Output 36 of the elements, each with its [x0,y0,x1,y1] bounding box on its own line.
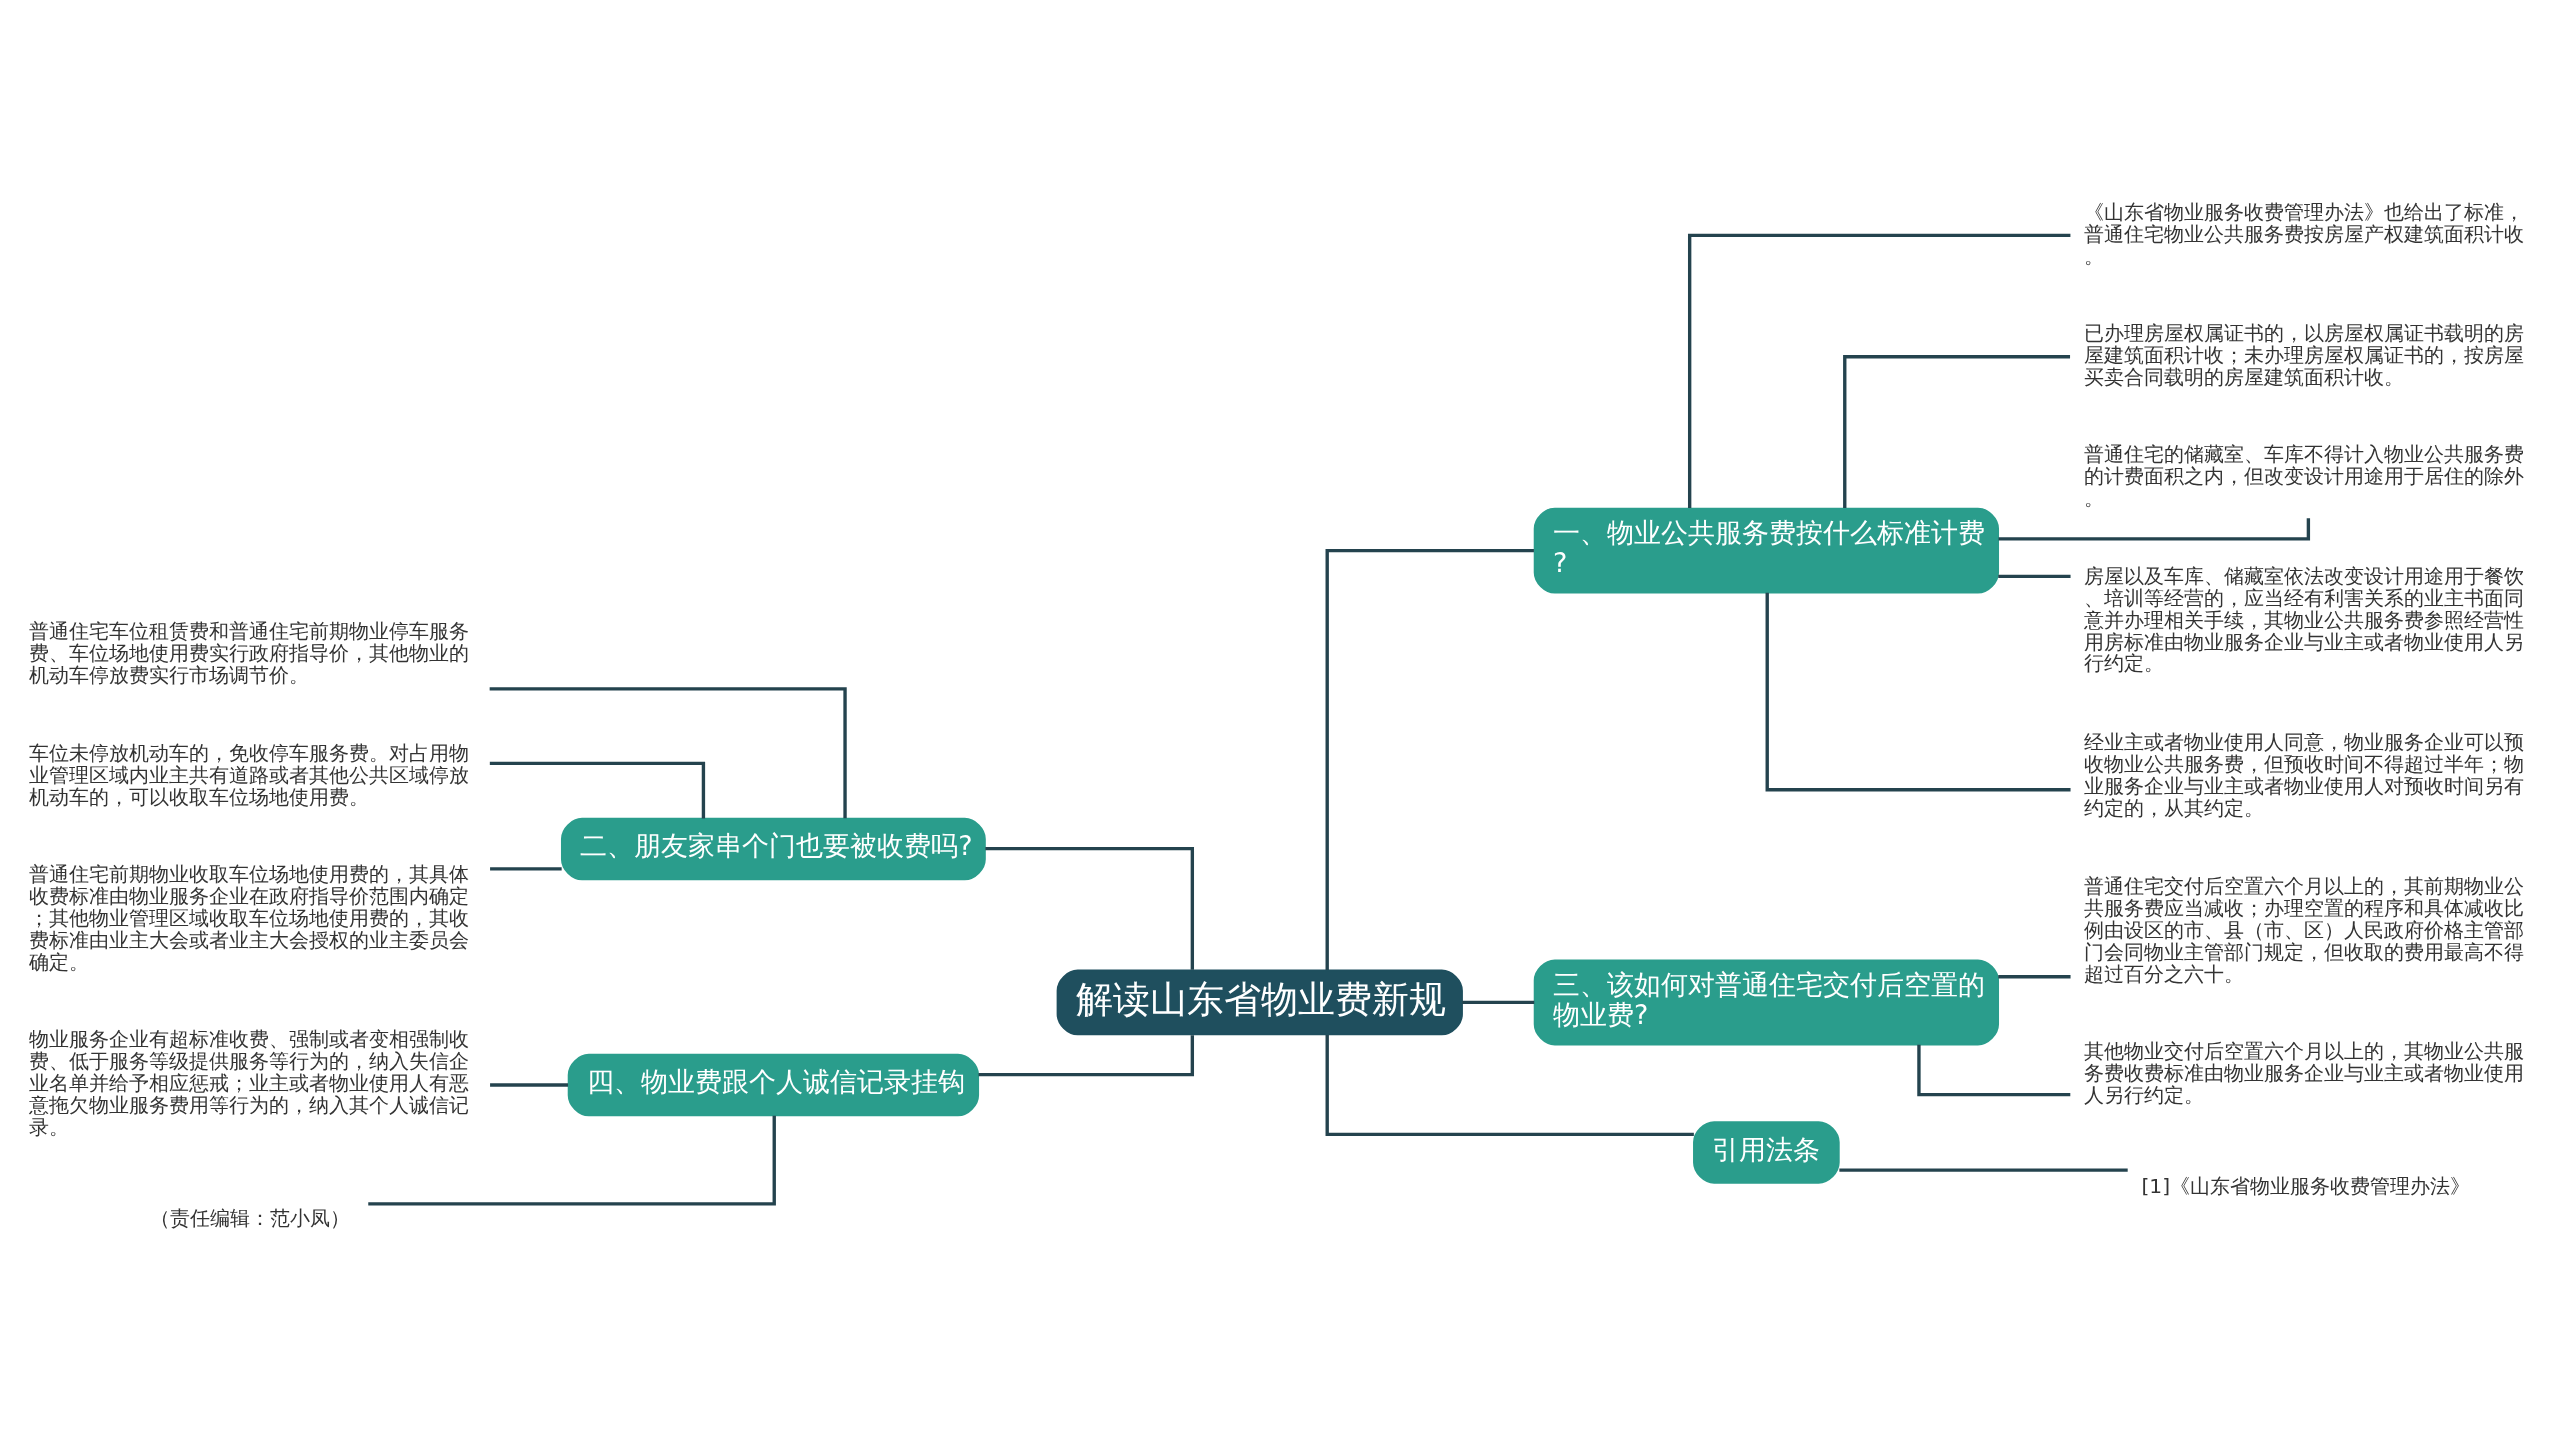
connector [1688,233,2071,508]
connector [985,846,1194,970]
node-box: 四、物业费跟个人诚信记录挂钩 [567,1053,980,1116]
connector [1917,1044,2071,1096]
connector [1998,574,2071,578]
node-text: [1]《山东省物业服务收费管理办法》 [2141,1173,2471,1198]
node-text: 普通住宅前期物业收取车位场地使用费的，其具体收费标准由物业服务企业在政府指导价范围内确定；其他物业管理区域收取车位场地使用费的，其收费标准由业主大会或者业主大会授权的业主委员会确定。 [29,861,470,974]
connector [1462,1000,1535,1004]
node-box: 二、朋友家串个门也要被收费吗? [560,817,986,880]
node-text: 已办理房屋权属证书的，以房屋权属证书载明的房屋建筑面积计收；未办理房屋权属证书的，按房屋买卖合同载明的房屋建筑面积计收。 [2084,320,2525,389]
connector [1839,1168,2128,1172]
node-box: 解读山东省物业费新规 [1056,969,1463,1035]
node-text: （责任编辑：范小凤） [150,1205,351,1230]
node-box: 一、物业公共服务费按什么标准计费? [1533,507,2000,594]
node-box: 引用法条 [1693,1120,1840,1184]
connector [368,1115,776,1206]
connector [978,1034,1194,1076]
connector [1325,1034,1694,1136]
node-text: 经业主或者物业使用人同意，物业服务企业可以预收物业公共服务费，但预收时间不得超过半年；物业服务企业与业主或者物业使用人对预收时间另有约定的，从其约定。 [2084,729,2525,820]
node-text: 普通住宅的储藏室、车库不得计入物业公共服务费的计费面积之内，但改变设计用途用于居住的除外。 [2084,441,2525,510]
connector [1765,592,2071,791]
node-text: 车位未停放机动车的，免收停车服务费。对占用物业管理区域内业主共有道路或者其他公共区域停放机动车的，可以收取车位场地使用费。 [29,740,470,809]
connector [490,1082,568,1087]
connector [1998,974,2071,978]
connector [489,686,847,818]
node-text: 房屋以及车库、储藏室依法改变设计用途用于餐饮、培训等经营的，应当经有利害关系的业主书面同意并办理相关手续，其物业公共服务费参照经营性用房标准由物业服务企业与业主或者物业使用人另行约定。 [2084,563,2525,675]
node-text: 其他物业交付后空置六个月以上的，其物业公共服务费收费标准由物业服务企业与业主或者物业使用人另行约定。 [2084,1038,2525,1107]
node-text: 普通住宅车位租赁费和普通住宅前期物业停车服务费、车位场地使用费实行政府指导价，其他物业的机动车停放费实行市场调节价。 [29,618,470,687]
node-text: 《山东省物业服务收费管理办法》也给出了标准，普通住宅物业公共服务费按房屋产权建筑面积计收。 [2084,199,2525,267]
node-text: 普通住宅交付后空置六个月以上的，其前期物业公共服务费应当减收；办理空置的程序和具体减收比例由设区的市、县（市、区）人民政府价格主管部门会同物业主管部门规定，但收取的费用最高不得超过百分之六十。 [2084,873,2525,986]
connector [1325,548,1534,970]
node-text: 物业服务企业有超标准收费、强制或者变相强制收费、低于服务等级提供服务等行为的，纳入失信企业名单并给予相应惩戒；业主或者物业使用人有恶意拖欠物业服务费用等行为的，纳入其个人诚信记录。 [29,1026,470,1139]
connector [490,866,562,870]
connector [1843,354,2071,508]
connector [489,761,706,819]
node-box: 三、该如何对普通住宅交付后空置的物业费? [1533,958,2000,1045]
